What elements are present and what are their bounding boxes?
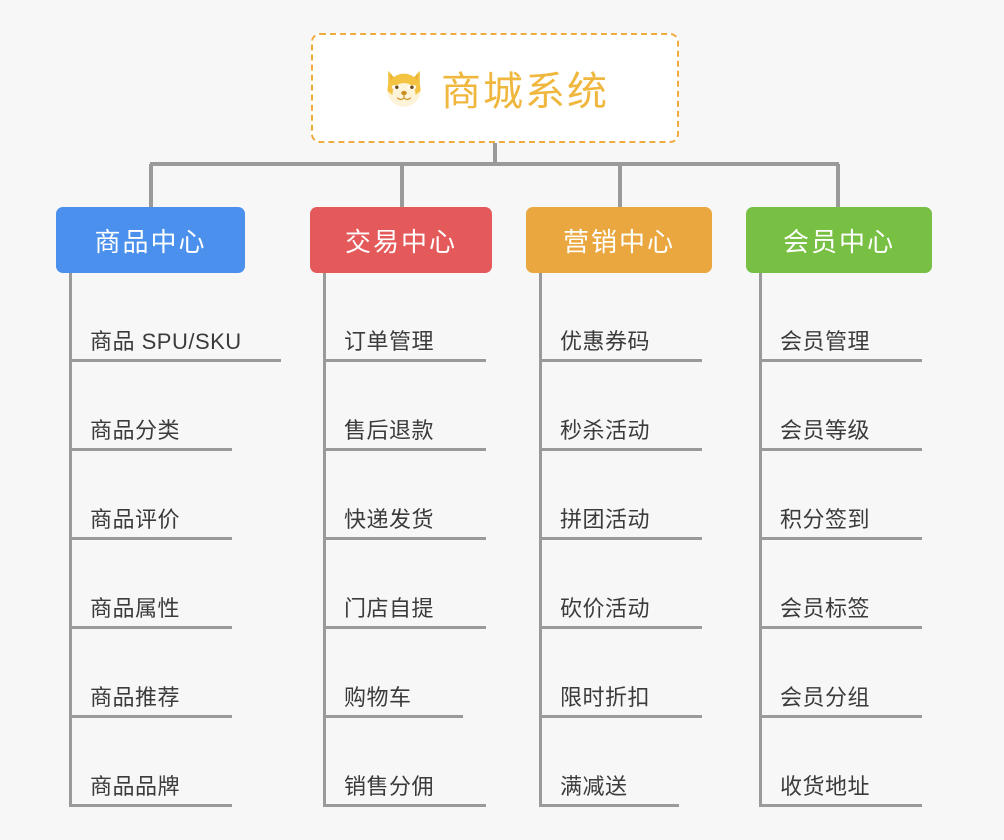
leaf-underline [323, 804, 486, 807]
leaf-underline [323, 359, 486, 362]
leaf-underline [323, 537, 486, 540]
leaf-underline [69, 804, 232, 807]
leaf-item[interactable]: 砍价活动 [526, 540, 712, 629]
leaf-underline [323, 715, 463, 718]
leaf-item[interactable]: 售后退款 [310, 362, 492, 451]
leaf-underline [759, 804, 922, 807]
leaf-item[interactable]: 会员标签 [746, 540, 932, 629]
leaf-underline [759, 626, 922, 629]
leaf-item[interactable]: 快递发货 [310, 451, 492, 540]
leaf-item[interactable]: 积分签到 [746, 451, 932, 540]
leaf-underline [759, 448, 922, 451]
leaf-label: 订单管理 [344, 329, 435, 354]
leaf-item[interactable]: 收货地址 [746, 718, 932, 807]
branch-spine-1 [69, 273, 72, 807]
leaf-label: 商品评价 [90, 507, 181, 532]
leaf-label: 商品品牌 [90, 774, 181, 799]
branch-items-2: 订单管理 售后退款 快递发货 门店自提 购物车 销售分佣 [310, 273, 492, 807]
leaf-label: 商品 SPU/SKU [90, 329, 242, 354]
leaf-item[interactable]: 商品属性 [56, 540, 245, 629]
leaf-item[interactable]: 门店自提 [310, 540, 492, 629]
leaf-underline [69, 359, 281, 362]
leaf-label: 会员标签 [780, 596, 871, 621]
leaf-label: 会员管理 [780, 329, 871, 354]
leaf-label: 销售分佣 [344, 774, 435, 799]
branch-header-4[interactable]: 会员中心 [746, 207, 932, 273]
leaf-label: 满减送 [560, 774, 628, 799]
leaf-item[interactable]: 会员分组 [746, 629, 932, 718]
leaf-label: 商品分类 [90, 418, 181, 443]
leaf-underline [539, 448, 702, 451]
leaf-label: 会员等级 [780, 418, 871, 443]
leaf-item[interactable]: 商品品牌 [56, 718, 245, 807]
leaf-underline [759, 359, 922, 362]
leaf-underline [539, 537, 702, 540]
dog-face-icon [381, 65, 427, 111]
root-node[interactable]: 商城系统 [311, 33, 679, 143]
branch-header-4-label: 会员中心 [782, 226, 895, 257]
leaf-label: 购物车 [344, 685, 412, 710]
leaf-item[interactable]: 商品评价 [56, 451, 245, 540]
leaf-label: 拼团活动 [560, 507, 651, 532]
leaf-item[interactable]: 商品推荐 [56, 629, 245, 718]
branch-spine-2 [323, 273, 326, 807]
leaf-underline [69, 448, 232, 451]
root-title: 商城系统 [441, 70, 609, 114]
leaf-label: 门店自提 [344, 596, 435, 621]
leaf-underline [759, 537, 922, 540]
branch-items-3: 优惠券码 秒杀活动 拼团活动 砍价活动 限时折扣 满减送 [526, 273, 712, 807]
leaf-label: 限时折扣 [560, 685, 651, 710]
branch-column-1: 商品中心 商品 SPU/SKU 商品分类 商品评价 商品属性 商品推荐 [56, 207, 281, 807]
branch-column-3: 营销中心 优惠券码 秒杀活动 拼团活动 砍价活动 限时折扣 [526, 207, 712, 807]
leaf-underline [539, 715, 702, 718]
branch-header-2-label: 交易中心 [344, 226, 457, 257]
leaf-label: 快递发货 [344, 507, 435, 532]
leaf-underline [539, 359, 702, 362]
leaf-label: 商品推荐 [90, 685, 181, 710]
leaf-underline [69, 715, 232, 718]
leaf-item[interactable]: 商品分类 [56, 362, 245, 451]
branch-header-3[interactable]: 营销中心 [526, 207, 712, 273]
leaf-item[interactable]: 会员等级 [746, 362, 932, 451]
leaf-underline [759, 715, 922, 718]
branch-items-1: 商品 SPU/SKU 商品分类 商品评价 商品属性 商品推荐 商品品牌 [56, 273, 281, 807]
leaf-label: 售后退款 [344, 418, 435, 443]
leaf-item[interactable]: 满减送 [526, 718, 712, 807]
branch-header-1-label: 商品中心 [94, 226, 207, 257]
leaf-underline [323, 448, 486, 451]
leaf-label: 会员分组 [780, 685, 871, 710]
branch-header-2[interactable]: 交易中心 [310, 207, 492, 273]
leaf-item[interactable]: 商品 SPU/SKU [56, 273, 281, 362]
branch-spine-3 [539, 273, 542, 807]
leaf-item[interactable]: 秒杀活动 [526, 362, 712, 451]
branch-header-3-label: 营销中心 [562, 226, 675, 257]
leaf-item[interactable]: 限时折扣 [526, 629, 712, 718]
leaf-underline [69, 626, 232, 629]
leaf-label: 砍价活动 [560, 596, 651, 621]
leaf-label: 收货地址 [780, 774, 871, 799]
leaf-underline [323, 626, 486, 629]
leaf-label: 商品属性 [90, 596, 181, 621]
leaf-label: 积分签到 [780, 507, 871, 532]
leaf-underline [539, 804, 679, 807]
leaf-item[interactable]: 会员管理 [746, 273, 932, 362]
branch-spine-4 [759, 273, 762, 807]
branch-column-2: 交易中心 订单管理 售后退款 快递发货 门店自提 购物车 [310, 207, 492, 807]
leaf-item[interactable]: 销售分佣 [310, 718, 492, 807]
leaf-item[interactable]: 拼团活动 [526, 451, 712, 540]
leaf-item[interactable]: 购物车 [310, 629, 492, 718]
branch-header-1[interactable]: 商品中心 [56, 207, 245, 273]
leaf-label: 秒杀活动 [560, 418, 651, 443]
leaf-item[interactable]: 订单管理 [310, 273, 492, 362]
leaf-underline [69, 537, 232, 540]
leaf-label: 优惠券码 [560, 329, 651, 354]
branch-items-4: 会员管理 会员等级 积分签到 会员标签 会员分组 收货地址 [746, 273, 932, 807]
branch-column-4: 会员中心 会员管理 会员等级 积分签到 会员标签 会员分组 [746, 207, 932, 807]
leaf-item[interactable]: 优惠券码 [526, 273, 712, 362]
leaf-underline [539, 626, 702, 629]
